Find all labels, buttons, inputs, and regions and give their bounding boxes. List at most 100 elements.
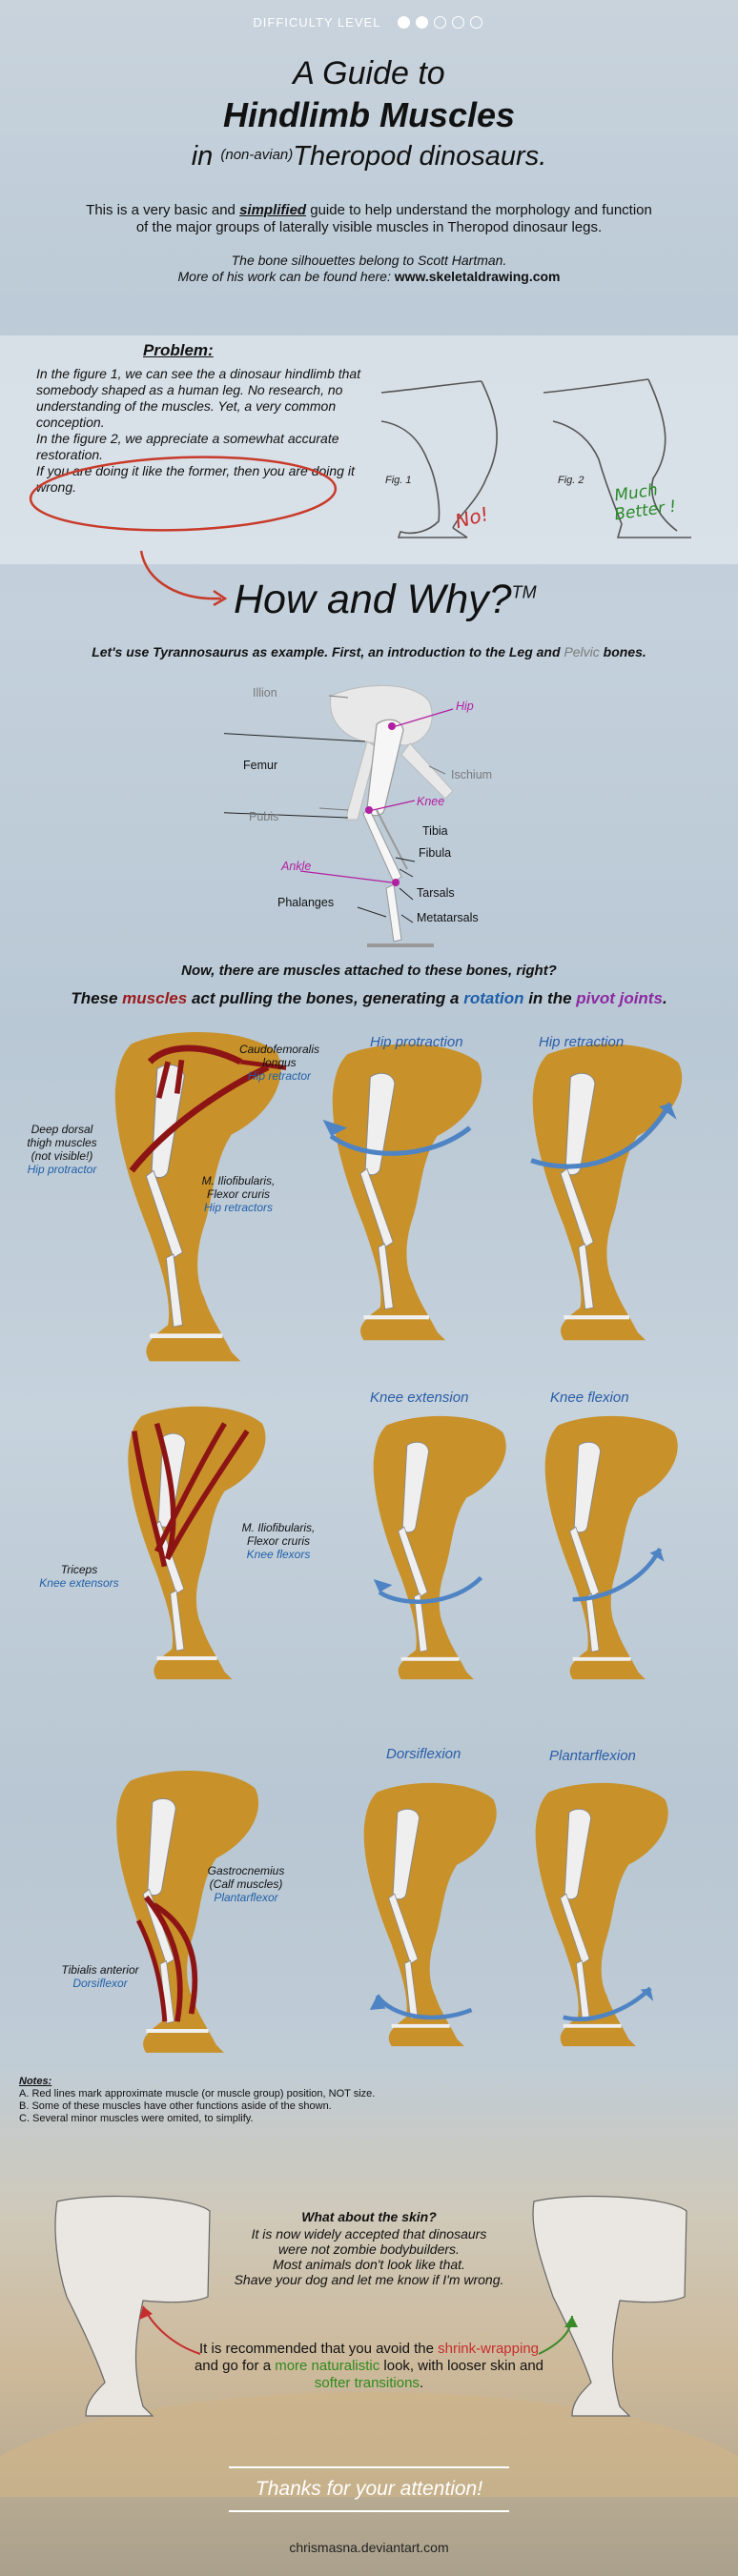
bones-intro-b: bones. (599, 644, 646, 659)
skin-text: It is now widely accepted that dinosaurs… (219, 2226, 519, 2287)
fig1-leg (380, 380, 498, 538)
signature-link[interactable]: chrismasna.deviantart.com (289, 2540, 449, 2555)
difficulty-indicator: DIFFICULTY LEVEL (0, 15, 738, 30)
stmt-pivot: pivot joints (576, 989, 663, 1007)
label-knee: Knee (417, 795, 445, 808)
difficulty-dot-filled (415, 16, 428, 29)
credit-line-2-text: More of his work can be found here: (177, 269, 395, 284)
gastro-role: Plantarflexor (214, 1891, 278, 1904)
bones-intro-pelvic: Pelvic (564, 644, 600, 659)
gastro-1: Gastrocnemius (207, 1864, 285, 1877)
footer-rule-top (229, 2466, 509, 2468)
label-hip: Hip (456, 700, 474, 713)
stmt-b: act pulling the bones, generating a (187, 989, 464, 1007)
how-heading-text: How and Why? (234, 577, 512, 622)
knee-extension-title: Knee extension (370, 1389, 469, 1406)
plantarflexion-title: Plantarflexion (549, 1748, 636, 1764)
label-phalanges: Phalanges (277, 896, 335, 909)
difficulty-dot-empty (469, 16, 482, 29)
intro-emphasis: simplified (239, 202, 307, 218)
difficulty-dot-filled (397, 16, 410, 29)
knee-flexion-title: Knee flexion (550, 1389, 629, 1406)
skin-question: What about the skin? (301, 2209, 437, 2224)
fig1-label: Fig. 1 (385, 475, 412, 486)
title-line-3: in (non-avian)Theropod dinosaurs. (0, 141, 738, 172)
notes-title: Notes: (19, 2076, 52, 2087)
difficulty-label: DIFFICULTY LEVEL (253, 15, 380, 30)
title-rest: Theropod dinosaurs. (293, 141, 547, 172)
title-line-2: Hindlimb Muscles (222, 95, 516, 134)
arrow-to-how (139, 550, 228, 607)
credit-url[interactable]: www.skeletaldrawing.com (394, 269, 561, 284)
footer-rule-bottom (229, 2510, 509, 2512)
skin-l1: It is now widely accepted that dinosaurs (251, 2226, 487, 2241)
right-skin-leg (532, 2195, 687, 2417)
skin-l2: were not zombie bodybuilders. (278, 2241, 460, 2257)
problem-panel (0, 335, 738, 564)
difficulty-dots (395, 15, 485, 30)
label-ankle: Ankle (281, 860, 312, 873)
rec-shrink: shrink-wrapping (438, 2341, 540, 2357)
skin-illustrations (0, 2195, 738, 2497)
problem-p2: In the figure 2, we appreciate a somewha… (36, 431, 339, 462)
triceps-role: Knee extensors (39, 1576, 119, 1590)
credits: The bone silhouettes belong to Scott Har… (143, 253, 595, 285)
wrong-circle-annotation (29, 456, 338, 532)
stmt-muscles: muscles (122, 989, 188, 1007)
tib-role: Dorsiflexor (72, 1977, 128, 1990)
stmt-c: in the (523, 989, 577, 1007)
ilio1-2: Flexor cruris (206, 1187, 270, 1201)
skeleton-bones (224, 684, 454, 947)
note-c: C. Several minor muscles were omited, to… (19, 2113, 254, 2124)
left-skin-leg (54, 2195, 211, 2417)
caudo-role: Hip retractor (247, 1069, 312, 1083)
hip-retraction-title: Hip retraction (539, 1034, 625, 1050)
difficulty-dot-empty (451, 16, 464, 29)
problem-title: Problem: (143, 341, 214, 359)
title-small: (non-avian) (220, 147, 294, 163)
note-a: A. Red lines mark approximate muscle (or… (19, 2088, 376, 2099)
skin-recommendation: It is recommended that you avoid the shr… (191, 2341, 547, 2392)
ilio2-role: Knee flexors (246, 1548, 311, 1561)
label-femur: Femur (243, 759, 278, 772)
caudo-1: Caudofemoralis (238, 1043, 320, 1056)
stmt-rotation: rotation (463, 989, 524, 1007)
bones-intro: Let's use Tyrannosaurus as example. Firs… (0, 644, 738, 659)
label-illion: Illion (253, 686, 277, 700)
trademark: TM (511, 582, 537, 602)
rec-b: and go for a (194, 2358, 276, 2374)
deep-1: Deep dorsal (31, 1123, 93, 1136)
figure-comparison: Fig. 1 No! Fig. 2 Much Better ! (380, 378, 691, 538)
credit-line-2: More of his work can be found here: www.… (143, 269, 595, 285)
rec-natural: more naturalistic (275, 2358, 380, 2374)
caudo-2: longus (262, 1056, 297, 1069)
muscles-statement: These muscles act pulling the bones, gen… (0, 989, 738, 1008)
stmt-a: These (71, 989, 123, 1007)
ilio2-1: M. Iliofibularis, (241, 1521, 316, 1534)
deep-2: thigh muscles (27, 1136, 97, 1149)
intro-text-a: This is a very basic and (86, 202, 240, 218)
label-tibia: Tibia (422, 824, 448, 838)
gastrocnemius-label: Gastrocnemius(Calf muscles)Plantarflexor (189, 1864, 303, 1904)
label-tarsals: Tarsals (417, 886, 455, 900)
gastro-2: (Calf muscles) (209, 1877, 283, 1891)
deep-3: (not visible!) (31, 1149, 93, 1163)
row2-anatomy-leg (126, 1404, 268, 1682)
row3-anatomy-leg (95, 1765, 267, 2060)
rec-a: It is recommended that you avoid the (198, 2341, 439, 2357)
skin-l4: Shave your dog and let me know if I'm wr… (234, 2272, 504, 2287)
label-ischium: Ischium (451, 768, 493, 781)
triceps: Triceps (60, 1563, 98, 1576)
fig2-leg (543, 378, 691, 538)
ilio2-2: Flexor cruris (246, 1534, 310, 1548)
difficulty-dot-empty (433, 16, 446, 29)
intro-text-b: guide to help understand the morphology … (135, 202, 652, 235)
hip-protraction-title: Hip protraction (370, 1034, 463, 1050)
row2-flexion-leg (543, 1413, 680, 1682)
rec-c: look, with looser skin and (379, 2358, 544, 2374)
